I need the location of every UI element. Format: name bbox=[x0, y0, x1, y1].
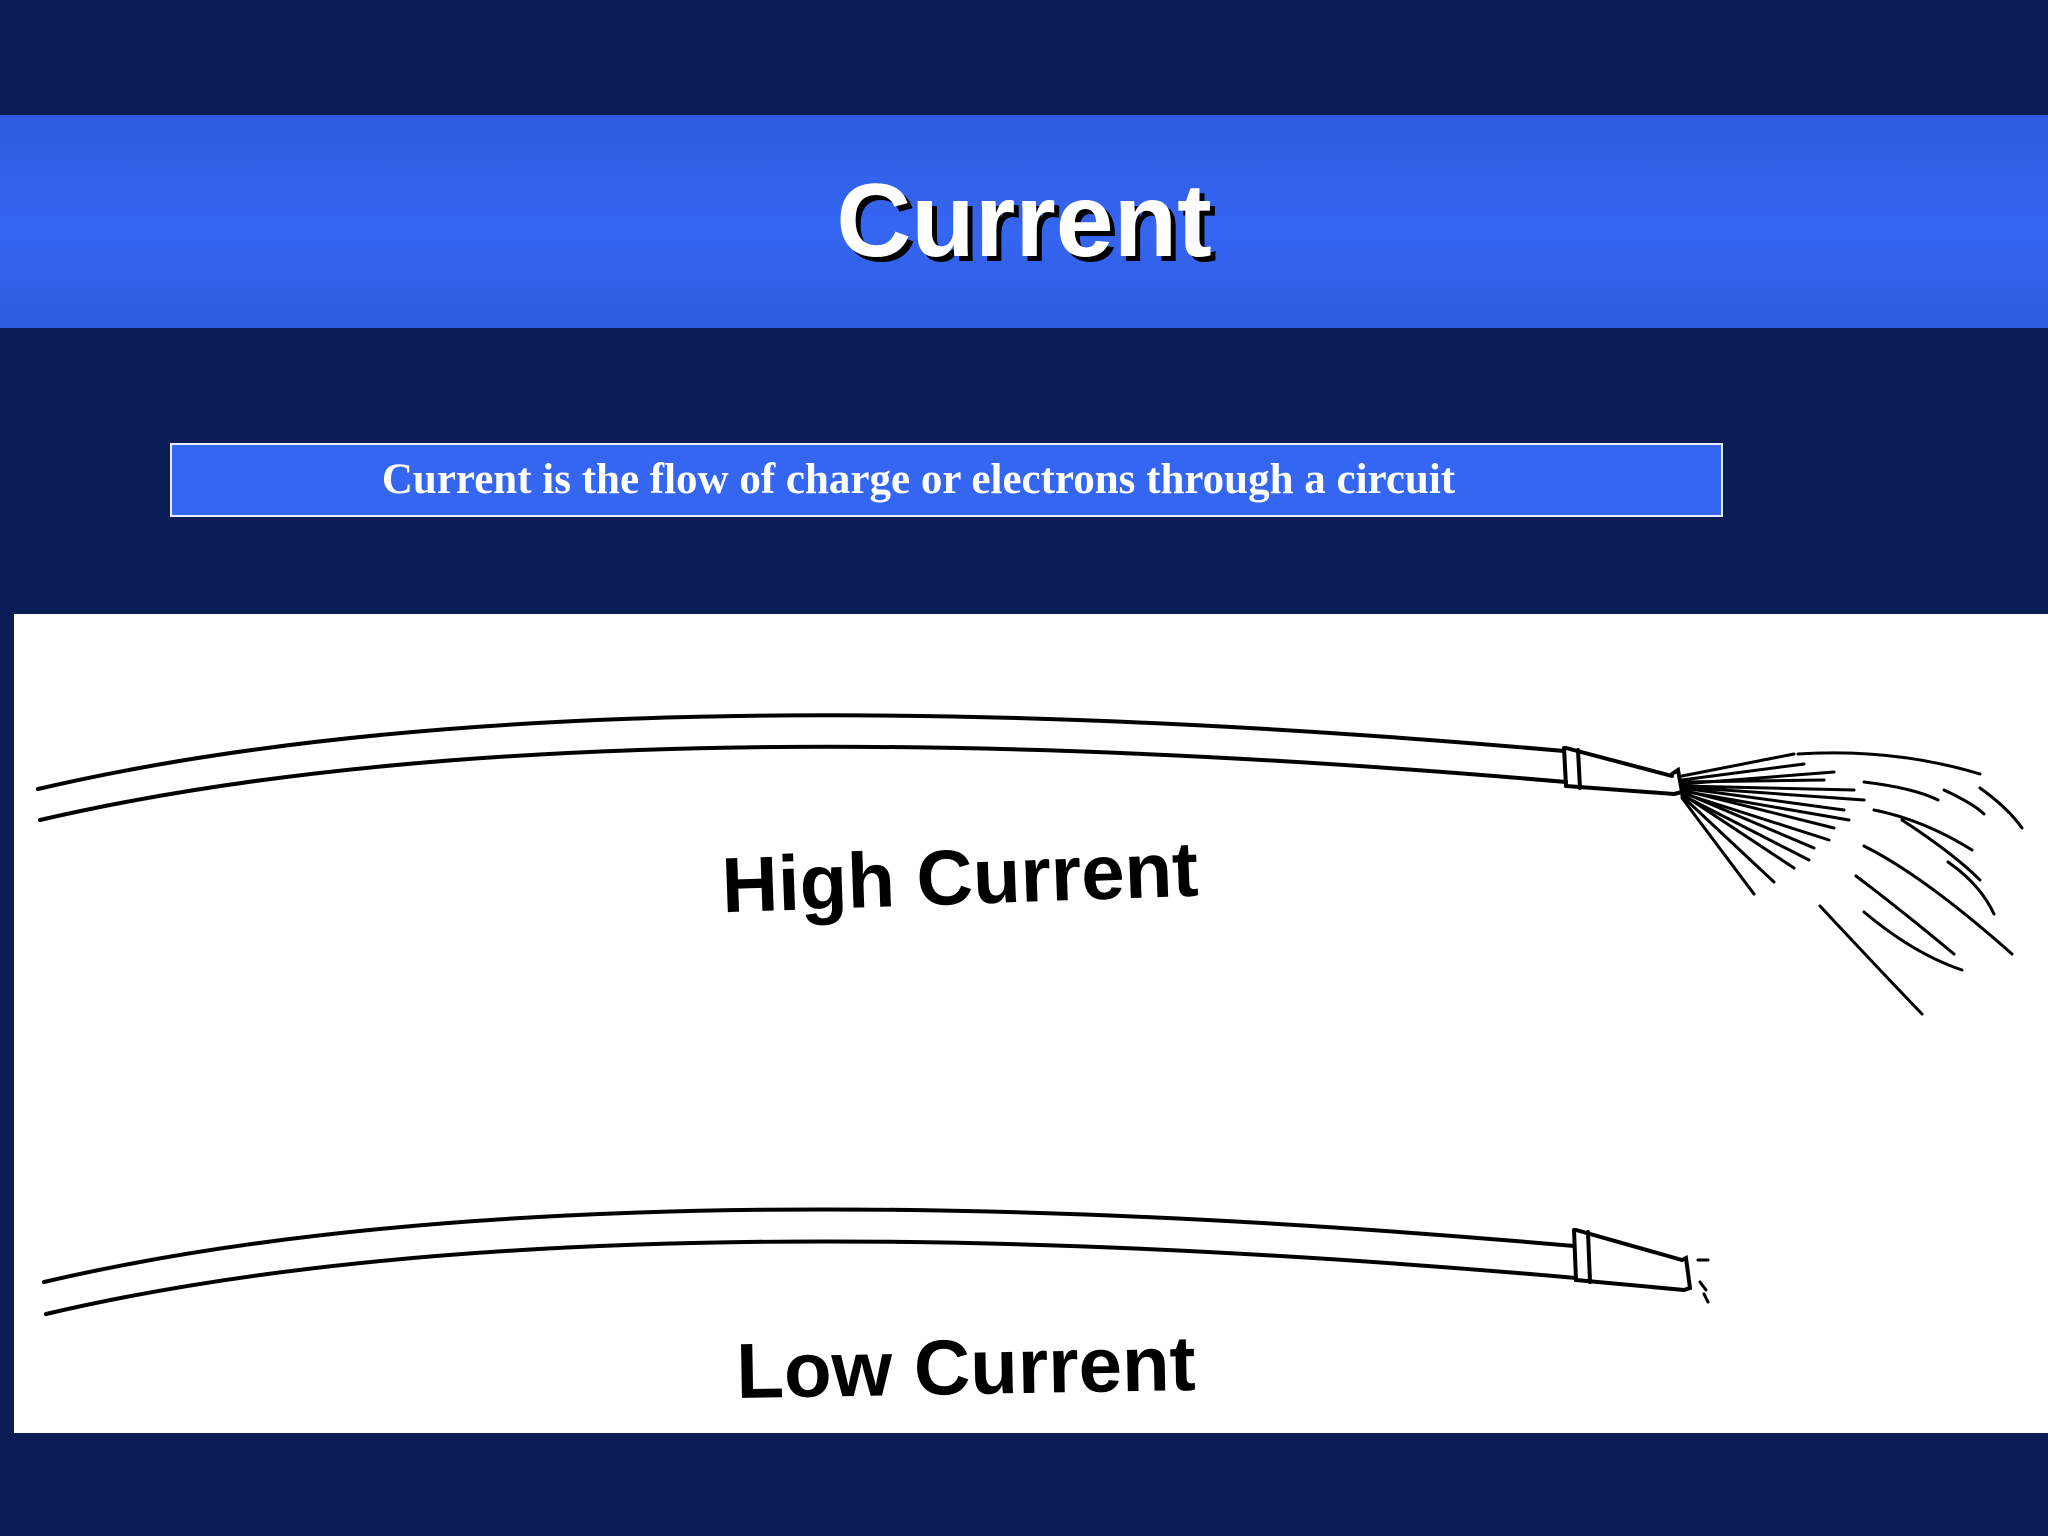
low-current-hose bbox=[42, 1207, 1710, 1316]
definition-box: Current is the flow of charge or electro… bbox=[170, 443, 1723, 517]
low-current-label: Low Current bbox=[736, 1319, 1197, 1415]
hose-drawing: High Current Low Current bbox=[36, 713, 2024, 1415]
slide-title: Current bbox=[836, 163, 1212, 279]
high-hose-nozzle bbox=[1562, 746, 1685, 796]
high-current-hose bbox=[36, 713, 2024, 1016]
hose-illustration: High Current Low Current bbox=[14, 614, 2048, 1433]
high-hose-upper-edge bbox=[36, 713, 1566, 791]
high-current-label: High Current bbox=[720, 825, 1199, 930]
low-hose-lower-edge bbox=[44, 1239, 1578, 1316]
high-hose-spray bbox=[1680, 751, 2024, 1016]
low-hose-nozzle bbox=[1572, 1228, 1693, 1292]
low-hose-upper-edge bbox=[42, 1207, 1576, 1284]
low-hose-drip bbox=[1696, 1258, 1710, 1304]
definition-text: Current is the flow of charge or electro… bbox=[381, 456, 1456, 503]
high-hose-lower-edge bbox=[38, 744, 1568, 822]
title-band: Current bbox=[0, 115, 2048, 328]
